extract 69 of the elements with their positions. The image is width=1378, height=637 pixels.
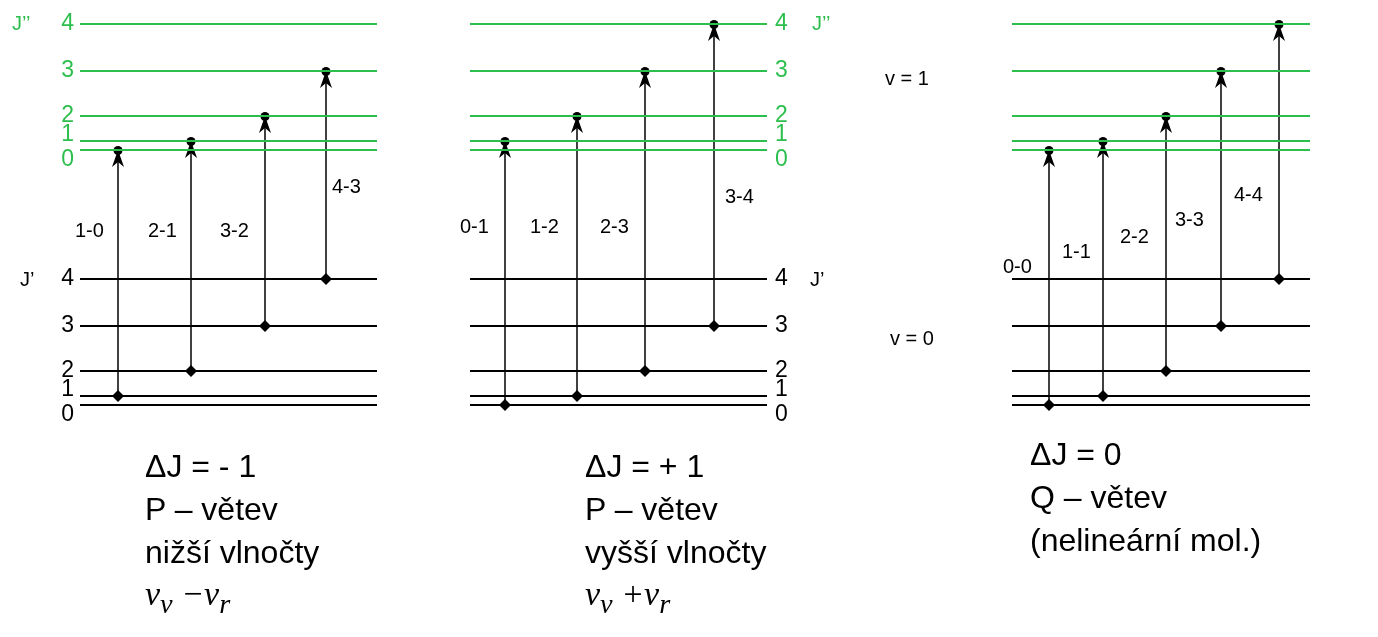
description-text: (nelineární mol.) <box>1030 522 1262 558</box>
transition-label: 3-3 <box>1175 209 1204 229</box>
vibrational-level-label: v = 0 <box>890 326 934 350</box>
level-number: 3 <box>61 58 74 81</box>
level-number: 4 <box>775 11 788 34</box>
level-number: 1 <box>61 377 74 400</box>
energy-level-line <box>1012 115 1310 117</box>
transition-label: 0-0 <box>1003 256 1032 276</box>
transition-label: 1-2 <box>530 216 559 236</box>
transition-arrow <box>1043 146 1055 411</box>
level-number: 0 <box>775 402 788 425</box>
level-number: 4 <box>61 266 74 289</box>
level-number: 0 <box>775 147 788 170</box>
transition-label: 1-1 <box>1062 241 1091 261</box>
energy-level-line <box>1012 140 1310 142</box>
transition-arrow <box>1097 137 1109 402</box>
branch-name: P – větev <box>585 491 718 527</box>
energy-level-line <box>1012 23 1310 25</box>
transition-label: 2-2 <box>1120 226 1149 246</box>
formula: ν$_{v}$ −ν$_{r}$ <box>145 575 231 621</box>
transition-arrow <box>499 137 511 411</box>
transition-label: 3-4 <box>725 186 754 206</box>
energy-level-line <box>1012 395 1310 397</box>
level-number: 0 <box>61 402 74 425</box>
selection-rule: ΔJ = - 1 <box>145 448 257 484</box>
transition-arrow <box>259 112 271 332</box>
selection-rule: ΔJ = + 1 <box>585 448 705 484</box>
transition-label: 0-1 <box>460 216 489 236</box>
level-number: 3 <box>775 58 788 81</box>
branch-name: Q – větev <box>1030 479 1167 515</box>
level-set-label: J’’ <box>812 11 831 35</box>
level-number: 0 <box>61 147 74 170</box>
transition-label: 2-1 <box>148 220 177 240</box>
energy-level-line <box>1012 278 1310 280</box>
transition-label: 2-3 <box>600 216 629 236</box>
level-number: 4 <box>775 266 788 289</box>
transition-arrow <box>571 112 583 402</box>
level-number: 1 <box>775 122 788 145</box>
description-text: vyšší vlnočty <box>585 534 767 570</box>
transition-arrow <box>1273 20 1285 285</box>
level-set-label: J’’ <box>12 11 31 35</box>
level-set-label: J’ <box>810 267 825 291</box>
transition-label: 1-0 <box>75 220 104 240</box>
level-number: 3 <box>775 313 788 336</box>
transition-arrow <box>320 67 332 285</box>
level-number: 3 <box>61 313 74 336</box>
transition-label: 3-2 <box>220 220 249 240</box>
transition-arrow <box>639 67 651 377</box>
branch-name: P – větev <box>145 491 278 527</box>
selection-rule: ΔJ = 0 <box>1030 436 1122 472</box>
level-number: 1 <box>775 377 788 400</box>
energy-level-line <box>1012 70 1310 72</box>
level-number: 1 <box>61 122 74 145</box>
transition-arrow <box>1215 67 1227 332</box>
energy-level-line <box>1012 325 1310 327</box>
transition-arrow <box>185 137 197 377</box>
level-set-label: J’ <box>20 267 35 291</box>
transition-arrow <box>708 20 720 332</box>
energy-level-line <box>1012 370 1310 372</box>
vibrational-level-label: v = 1 <box>885 66 929 90</box>
formula: ν$_{v}$ +ν$_{r}$ <box>585 575 671 621</box>
transition-arrow <box>1160 112 1172 377</box>
energy-level-line <box>1012 149 1310 151</box>
transition-label: 4-3 <box>332 176 361 196</box>
description-text: nižší vlnočty <box>145 534 320 570</box>
level-number: 4 <box>61 11 74 34</box>
transition-label: 4-4 <box>1234 184 1263 204</box>
energy-level-line <box>1012 404 1310 406</box>
transition-arrow <box>112 146 124 402</box>
